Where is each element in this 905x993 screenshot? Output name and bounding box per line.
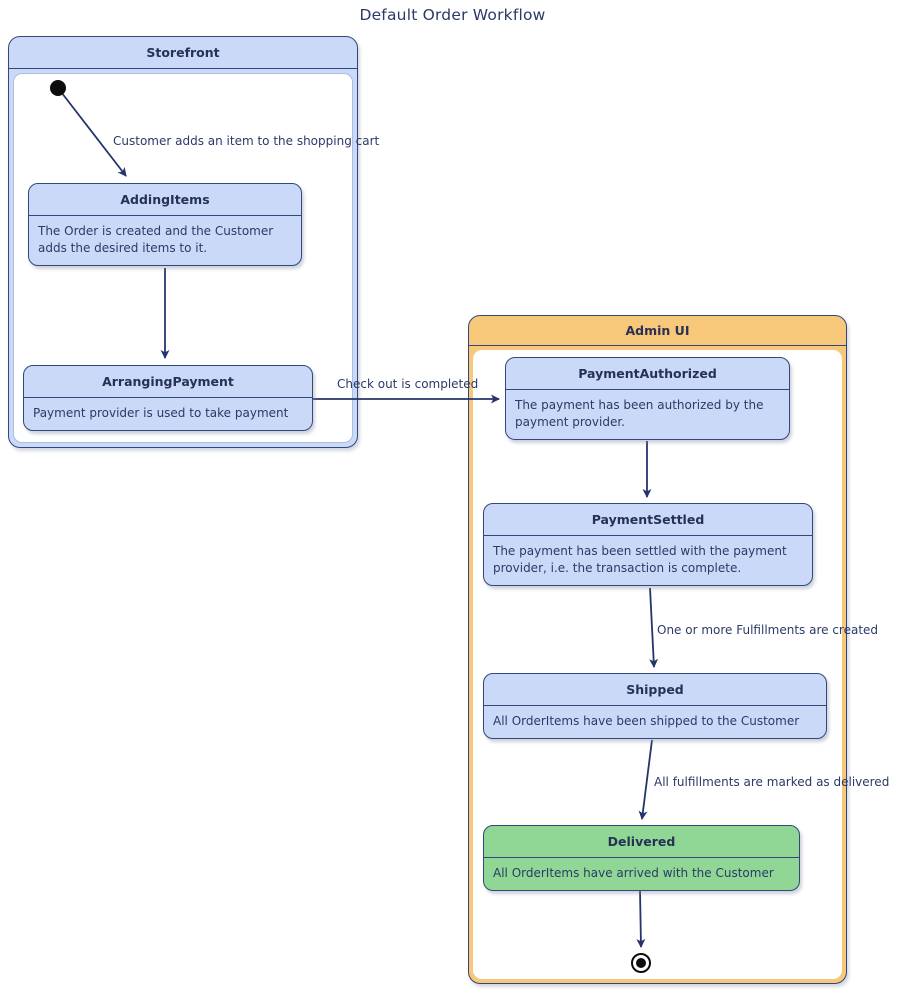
diagram-title: Default Order Workflow <box>359 6 546 24</box>
transition-label-add-item: Customer adds an item to the shopping ca… <box>113 134 380 148</box>
state-arranging-payment-title: ArrangingPayment <box>24 366 312 398</box>
final-state-node-dot <box>636 958 646 968</box>
transition-label-checkout: Check out is completed <box>337 377 479 391</box>
state-delivered-description: All OrderItems have arrived with the Cus… <box>493 866 774 880</box>
state-payment-settled-description: The payment has been settled with the pa… <box>493 544 787 575</box>
transition-label-fulfillments-delivered: All fulfillments are marked as delivered <box>654 775 890 789</box>
transition-label-fulfillments-created: One or more Fulfillments are created <box>657 623 879 637</box>
admin-ui-container-label: Admin UI <box>469 316 846 346</box>
state-adding-items-description: The Order is created and the Customer ad… <box>38 224 274 255</box>
state-shipped-title: Shipped <box>484 674 826 706</box>
initial-state-node <box>50 80 66 96</box>
state-payment-authorized: PaymentAuthorized The payment has been a… <box>505 357 790 440</box>
state-payment-settled: PaymentSettled The payment has been sett… <box>483 503 813 586</box>
final-state-node <box>631 953 651 973</box>
state-shipped: Shipped All OrderItems have been shipped… <box>483 673 827 739</box>
state-shipped-description: All OrderItems have been shipped to the … <box>493 714 800 728</box>
state-delivered-title: Delivered <box>484 826 799 858</box>
state-delivered: Delivered All OrderItems have arrived wi… <box>483 825 800 891</box>
state-adding-items: AddingItems The Order is created and the… <box>28 183 302 266</box>
state-payment-authorized-description: The payment has been authorized by the p… <box>515 398 764 429</box>
state-arranging-payment: ArrangingPayment Payment provider is use… <box>23 365 313 431</box>
state-adding-items-title: AddingItems <box>29 184 301 216</box>
storefront-container-label: Storefront <box>9 37 357 69</box>
state-payment-authorized-title: PaymentAuthorized <box>506 358 789 390</box>
state-payment-settled-title: PaymentSettled <box>484 504 812 536</box>
state-arranging-payment-description: Payment provider is used to take payment <box>33 406 289 420</box>
